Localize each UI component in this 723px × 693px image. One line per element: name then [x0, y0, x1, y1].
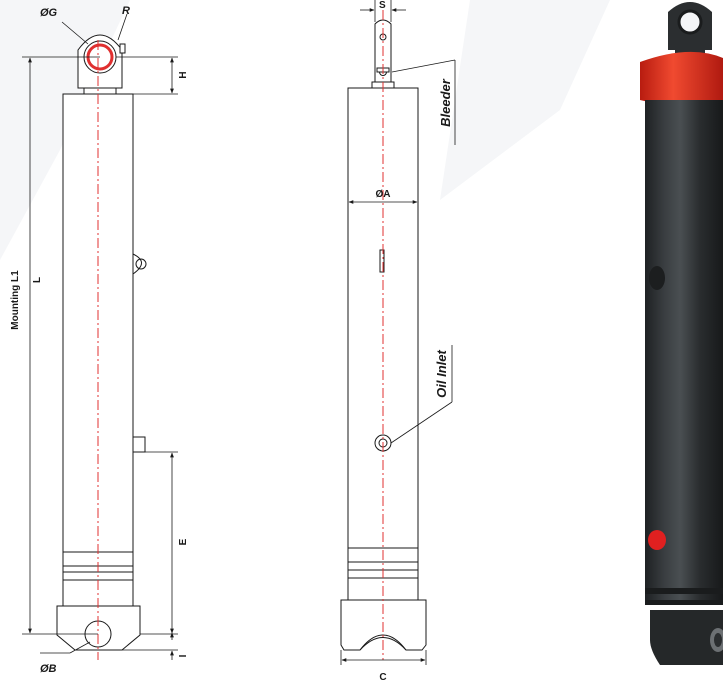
render-base-mount [650, 610, 723, 665]
front-view [56, 34, 147, 660]
side-view [340, 10, 427, 660]
background-shade-right [440, 0, 610, 200]
label-h: H [178, 71, 189, 78]
render-side-lug [649, 266, 665, 290]
render-cylinder-body [645, 100, 723, 600]
label-bleeder: Bleeder [438, 78, 453, 127]
grease-nipple [119, 43, 126, 54]
side-port [132, 436, 146, 453]
label-i: I [178, 654, 189, 657]
label-oa: ØA [376, 189, 391, 200]
render-red-port [648, 530, 666, 550]
side-lug [132, 253, 142, 275]
render-red-cap [640, 51, 723, 106]
label-mounting-l1: Mounting L1 [10, 270, 21, 330]
label-og: ØG [40, 7, 58, 19]
front-view-labels: ØG R H Mounting L1 L E I ØB [10, 5, 189, 675]
label-r: R [122, 5, 130, 17]
label-e: E [178, 538, 189, 545]
label-s: S [379, 0, 386, 11]
front-view-dimensions [22, 13, 178, 660]
product-render [640, 2, 723, 665]
label-l: L [32, 277, 43, 283]
label-ob: ØB [40, 663, 57, 675]
side-view-dimensions [340, 0, 456, 665]
label-oil-inlet: Oil Inlet [434, 349, 449, 397]
body-slot [379, 249, 385, 273]
side-view-labels: S Bleeder ØA Oil Inlet C [376, 0, 454, 683]
label-c: C [379, 672, 386, 683]
eye-neck [83, 87, 117, 95]
